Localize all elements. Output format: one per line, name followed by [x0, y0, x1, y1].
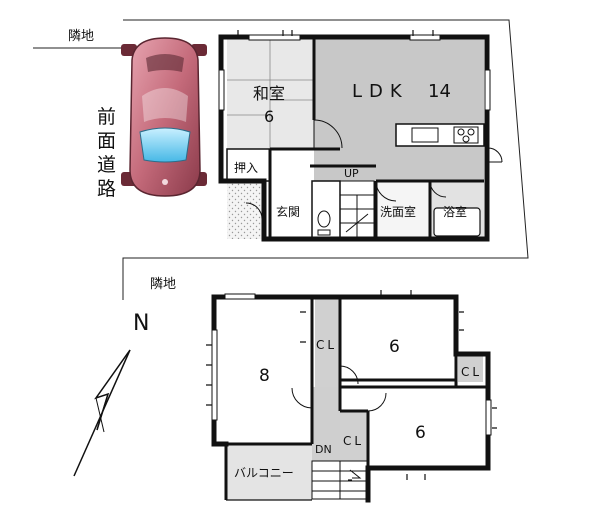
hall-floor [312, 387, 340, 461]
room-size-northeast: 6 [389, 337, 400, 357]
road-char-4: 路 [97, 178, 116, 200]
room-label-washitsu: 和室 [253, 84, 285, 103]
car-icon [121, 37, 207, 197]
closet-3-floor [458, 354, 483, 382]
first-floor [218, 30, 503, 242]
road-char-1: 前 [97, 106, 116, 128]
ldk-floor [314, 37, 484, 181]
bathtub [433, 207, 481, 237]
room-size-southeast: 6 [415, 423, 426, 443]
site-boundary [33, 19, 529, 300]
second-floor [206, 290, 497, 503]
closet-label-3: CL [461, 365, 482, 379]
balcony-floor [226, 444, 312, 500]
road-char-2: 面 [97, 130, 116, 152]
kitchen-counter [395, 123, 485, 147]
neighbor-label-south: 隣地 [150, 276, 176, 292]
closet-label-2: CL [343, 434, 364, 448]
toilet-room [311, 180, 341, 240]
closet-label-1: CL [316, 338, 337, 352]
closet-1-floor [315, 297, 340, 387]
room-size-west: 8 [259, 366, 270, 386]
room-label-genkan: 玄関 [276, 204, 300, 219]
room-label-senmenjo: 洗面室 [380, 204, 416, 219]
stair-label-up: UP [344, 167, 359, 180]
room-label-oshiire: 押入 [234, 161, 258, 175]
compass-north-label: N [133, 311, 149, 336]
entry-porch [227, 181, 264, 239]
road-label: 前 面 道 路 [97, 106, 116, 200]
staircase-2f [311, 460, 369, 500]
north-arrow-icon [73, 349, 131, 477]
room-label-yokushitsu: 浴室 [443, 204, 467, 219]
room-label-ldk: LDK [352, 81, 409, 102]
neighbor-label-north: 隣地 [68, 28, 94, 44]
room-size-ldk: 14 [428, 81, 451, 102]
staircase-1f [339, 180, 375, 240]
room-size-washitsu: 6 [264, 107, 274, 126]
balcony-label: バルコニー [234, 466, 294, 480]
road-char-3: 道 [97, 154, 116, 176]
stair-label-down: DN [315, 443, 332, 456]
closet-2-floor [340, 411, 368, 461]
washitsu-floor [227, 37, 314, 149]
